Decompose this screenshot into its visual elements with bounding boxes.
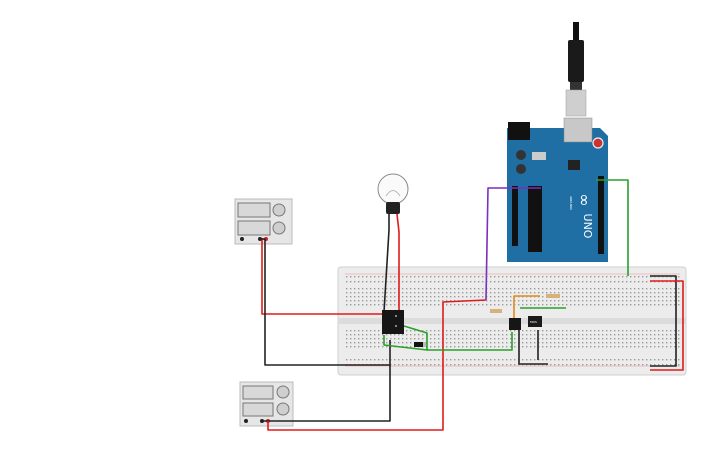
wire-black-supply-bottom[interactable] (262, 365, 391, 422)
resistor-2[interactable] (546, 294, 560, 298)
relay-icon[interactable] (382, 310, 404, 334)
arduino-sub-label: ARDUINO (569, 196, 573, 211)
sensor-label: MOS (530, 320, 537, 324)
arduino-model-text: UNO (581, 214, 594, 239)
arduino-board[interactable]: ∞ UNO ARDUINO (507, 22, 608, 262)
usb-cable-icon (565, 22, 587, 117)
wire-red-lamp[interactable] (396, 213, 400, 312)
arduino-logo: ∞ (575, 193, 594, 206)
wire-green-bottom[interactable] (427, 332, 513, 351)
wire-purple-signal[interactable] (485, 187, 541, 301)
light-bulb-icon[interactable] (377, 173, 409, 214)
wire-red-supply-bottom[interactable] (267, 299, 487, 431)
resistor-1[interactable] (490, 309, 502, 313)
wires (260, 179, 684, 431)
sensor-module[interactable]: MOS (528, 316, 542, 327)
wire-black-lamp[interactable] (383, 214, 390, 313)
wire-green-arduino[interactable] (596, 179, 629, 276)
wire-black-rail-right[interactable] (650, 275, 677, 367)
wire-black-jumper[interactable] (518, 330, 548, 365)
wire-orange[interactable] (513, 295, 540, 318)
power-supply-bottom[interactable] (239, 381, 294, 427)
diode[interactable] (414, 342, 426, 347)
wire-red-rail-right[interactable] (650, 280, 684, 371)
wire-black-supply-top[interactable] (260, 238, 391, 366)
transistor[interactable] (509, 318, 521, 330)
power-supply-top[interactable] (234, 198, 293, 245)
